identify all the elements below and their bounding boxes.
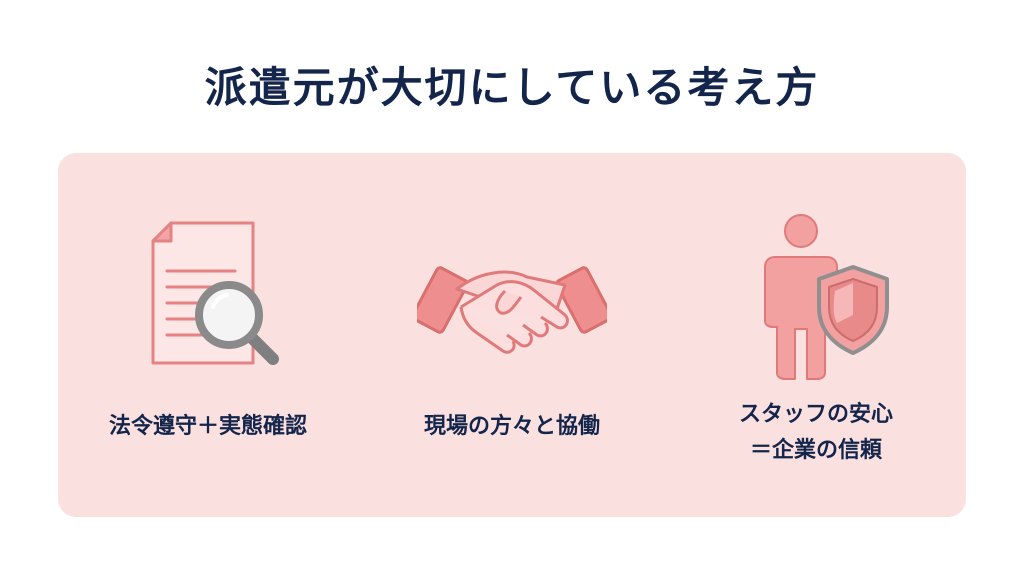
principle-label: 現場の方々と協働 xyxy=(423,414,600,439)
principle-label: 法令遵守＋実態確認 xyxy=(108,414,307,439)
principle-compliance: 法令遵守＋実態確認 xyxy=(58,153,358,517)
page-title: 派遣元が大切にしている考え方 xyxy=(204,63,820,112)
principle-collaboration: 現場の方々と協働 xyxy=(362,153,662,517)
principle-label-line2: ＝企業の信頼 xyxy=(749,438,882,463)
person-shield-icon xyxy=(764,214,889,380)
principles-panel: 法令遵守＋実態確認 現場の方々と協働 xyxy=(58,153,966,517)
principle-trust: スタッフの安心 ＝企業の信頼 xyxy=(666,153,966,517)
document-magnifier-icon xyxy=(151,221,279,365)
principle-label-line1: スタッフの安心 xyxy=(738,402,893,427)
handshake-icon xyxy=(417,266,607,354)
